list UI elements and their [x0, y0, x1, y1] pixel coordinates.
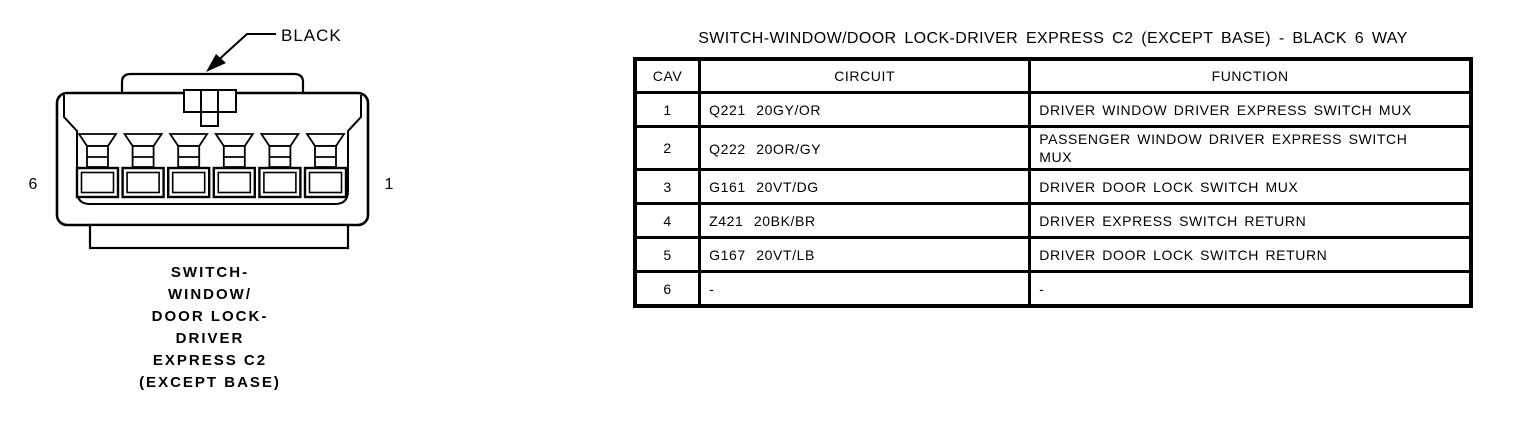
color-callout-arrow	[206, 33, 276, 72]
column-header-circuit: CIRCUIT	[698, 57, 1032, 94]
connector-caption: SWITCH- WINDOW/ DOOR LOCK- DRIVER EXPRES…	[60, 262, 360, 394]
connector-top-tab	[120, 72, 305, 94]
cav-cell: 1	[633, 91, 702, 128]
terminal-cavity	[212, 133, 257, 199]
caption-line: EXPRESS C2	[152, 352, 268, 369]
circuit-value: -	[709, 281, 715, 298]
function-value: PASSENGER WINDOW DRIVER EXPRESS SWITCH M…	[1039, 131, 1408, 165]
function-value: DRIVER DOOR LOCK SWITCH MUX	[1039, 179, 1299, 196]
table-row: 6 - -	[633, 270, 1473, 308]
table-row: 4 Z421 20BK/BR DRIVER EXPRESS SWITCH RET…	[633, 202, 1473, 239]
connector-foot	[88, 223, 350, 250]
caption-line: DOOR LOCK-	[151, 308, 269, 325]
cav-cell: 6	[633, 270, 702, 308]
function-cell: DRIVER DOOR LOCK SWITCH MUX	[1028, 168, 1473, 205]
circuit-cell: G167 20VT/LB	[698, 236, 1032, 273]
function-value: DRIVER EXPRESS SWITCH RETURN	[1039, 213, 1307, 230]
table-row: 3 G161 20VT/DG DRIVER DOOR LOCK SWITCH M…	[633, 168, 1473, 205]
circuit-value: Q221 20GY/OR	[709, 102, 822, 119]
table-row: 5 G167 20VT/LB DRIVER DOOR LOCK SWITCH R…	[633, 236, 1473, 273]
circuit-value: Q222 20OR/GY	[709, 140, 822, 157]
circuit-value: G161 20VT/DG	[709, 179, 819, 196]
cavity-number-right: 1	[385, 176, 394, 193]
connector-diagram: BLACK	[29, 26, 394, 250]
pin-table-body: 1 Q221 20GY/OR DRIVER WINDOW DRIVER EXPR…	[633, 91, 1473, 308]
caption-line: DRIVER	[175, 330, 245, 347]
circuit-cell: G161 20VT/DG	[698, 168, 1032, 205]
connector-latch	[183, 89, 237, 127]
table-title: SWITCH-WINDOW/DOOR LOCK-DRIVER EXPRESS C…	[698, 30, 1408, 47]
circuit-cell: Q222 20OR/GY	[698, 125, 1032, 171]
cav-cell: 5	[633, 236, 702, 273]
cavity-number-left: 6	[29, 176, 38, 193]
table-row: 2 Q222 20OR/GY PASSENGER WINDOW DRIVER E…	[633, 125, 1473, 171]
terminal-cavity	[166, 133, 211, 199]
function-value: -	[1039, 281, 1045, 298]
caption-line: WINDOW/	[168, 286, 252, 303]
function-cell: PASSENGER WINDOW DRIVER EXPRESS SWITCH M…	[1028, 125, 1473, 171]
cav-cell: 2	[633, 125, 702, 171]
function-cell: DRIVER EXPRESS SWITCH RETURN	[1028, 202, 1473, 239]
circuit-value: Z421 20BK/BR	[709, 213, 816, 230]
table-header-row: CAV CIRCUIT FUNCTION	[633, 57, 1473, 94]
column-header-cav: CAV	[633, 57, 702, 94]
function-cell: DRIVER DOOR LOCK SWITCH RETURN	[1028, 236, 1473, 273]
terminal-cavity	[303, 133, 348, 199]
circuit-cell: Q221 20GY/OR	[698, 91, 1032, 128]
terminal-cavities	[75, 133, 348, 199]
function-value: DRIVER DOOR LOCK SWITCH RETURN	[1039, 247, 1328, 264]
column-header-function: FUNCTION	[1028, 57, 1473, 94]
arrowhead-icon	[206, 54, 226, 72]
pinout-table: CAV CIRCUIT FUNCTION 1 Q221 20GY/OR DRIV…	[633, 57, 1473, 308]
terminal-cavity	[121, 133, 165, 199]
caption-line: (EXCEPT BASE)	[139, 374, 281, 391]
circuit-cell: -	[698, 270, 1032, 308]
circuit-cell: Z421 20BK/BR	[698, 202, 1032, 239]
function-value: DRIVER WINDOW DRIVER EXPRESS SWITCH MUX	[1039, 102, 1412, 119]
cav-cell: 4	[633, 202, 702, 239]
caption-line: SWITCH-	[170, 264, 250, 281]
cav-cell: 3	[633, 168, 702, 205]
table-row: 1 Q221 20GY/OR DRIVER WINDOW DRIVER EXPR…	[633, 91, 1473, 128]
function-cell: -	[1028, 270, 1473, 308]
circuit-value: G167 20VT/LB	[709, 247, 815, 264]
connector-color-label: BLACK	[281, 26, 342, 45]
terminal-cavity	[75, 133, 120, 199]
terminal-cavity	[258, 133, 302, 199]
function-cell: DRIVER WINDOW DRIVER EXPRESS SWITCH MUX	[1028, 91, 1473, 128]
